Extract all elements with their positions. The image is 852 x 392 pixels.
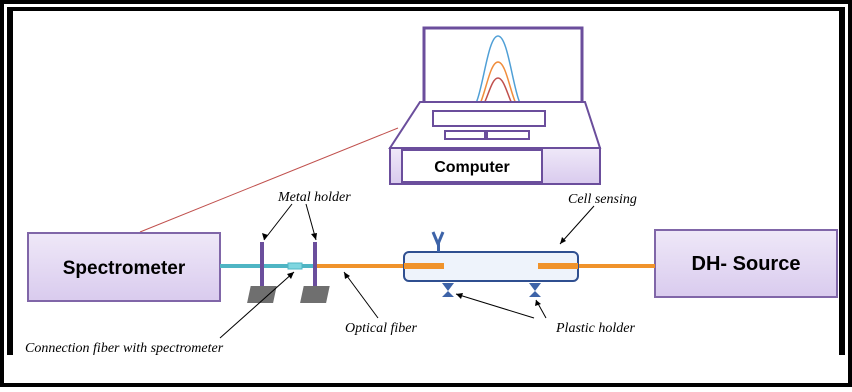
dh-source-rect xyxy=(654,229,838,298)
arrowhead xyxy=(535,300,541,306)
arrowhead xyxy=(287,272,294,279)
cell-fiber-left xyxy=(404,263,444,269)
arrow-plastic-holder-left xyxy=(455,293,535,319)
dh-source-label: DH- Source xyxy=(692,253,801,275)
metal-holder-label: Metal holder xyxy=(277,190,351,205)
computer-label-box xyxy=(401,149,543,183)
metal-holder-post xyxy=(313,242,317,286)
metal-holder-base xyxy=(247,286,277,303)
spectrometer-label: Spectrometer xyxy=(63,258,186,279)
arrow-optical-fiber xyxy=(343,271,379,319)
laptop-touchpad-left xyxy=(444,130,486,140)
arrowhead xyxy=(344,272,350,279)
arrow-connection-fiber xyxy=(219,271,295,339)
arrow-cell-sensing xyxy=(559,205,595,245)
left-bar xyxy=(7,7,13,355)
computer-label: Computer xyxy=(434,159,510,176)
arrowhead xyxy=(311,233,317,240)
fiber-connector xyxy=(287,262,303,270)
plastic-holder-left xyxy=(442,283,454,297)
metal-holder-base xyxy=(300,286,330,303)
metal-holder-1 xyxy=(247,242,277,303)
connection-fiber-label: Connection fiber with spectrometer xyxy=(25,341,224,356)
top-bar xyxy=(7,7,845,11)
connection-fiber xyxy=(220,264,316,268)
arrow-metal-holder-1 xyxy=(263,203,293,241)
spectrometer-rect xyxy=(27,232,221,302)
plastic-holder-right xyxy=(529,283,541,297)
cell-sensing xyxy=(403,231,579,282)
spectrometer-box: Spectrometer xyxy=(27,232,221,302)
arrow-heads xyxy=(262,233,566,306)
metal-holder-post xyxy=(260,242,264,286)
laptop-touchpad-right xyxy=(486,130,530,140)
cell-sensing-label: Cell sensing xyxy=(568,192,637,207)
computer-laptop: Computer xyxy=(388,26,602,185)
dh-source-box: DH- Source xyxy=(654,229,838,298)
arrowhead xyxy=(456,293,463,299)
spectrum-curve-blue xyxy=(469,35,527,111)
plastic-holder-label: Plastic holder xyxy=(555,321,635,336)
cell-fiber-right xyxy=(538,263,578,269)
annotation-arrows xyxy=(219,203,595,339)
arrowhead xyxy=(560,237,566,244)
data-link-line xyxy=(139,127,399,233)
laptop-keyboard xyxy=(432,110,546,127)
optical-fiber-label: Optical fiber xyxy=(345,321,417,336)
metal-holder-2 xyxy=(300,242,330,303)
cell-inlet-stem xyxy=(437,243,440,252)
optical-fiber-left xyxy=(316,264,404,268)
spectrum-curve-orange xyxy=(473,61,523,111)
right-bar xyxy=(839,7,845,355)
arrowhead xyxy=(262,233,268,240)
optical-fiber-right xyxy=(578,264,655,268)
